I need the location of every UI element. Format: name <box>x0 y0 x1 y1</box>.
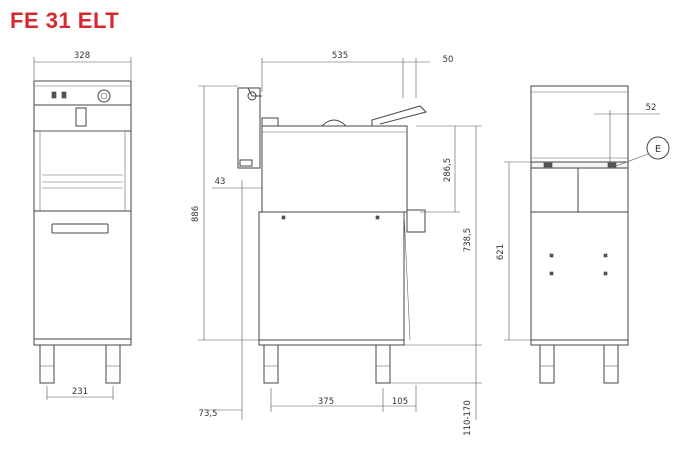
indicator-light <box>61 91 67 99</box>
foot <box>539 344 555 384</box>
dim-side-height: 621 <box>496 244 506 260</box>
dim-tank-height: 286,5 <box>443 158 453 182</box>
dim-front-feet: 231 <box>72 387 88 397</box>
foot <box>39 344 55 384</box>
rear-view: 52 E 621 <box>496 85 670 384</box>
basket-handle <box>75 107 87 127</box>
thermostat-knob-icon <box>97 89 111 103</box>
side-tank <box>261 125 408 213</box>
dim-side-offset: 52 <box>646 103 657 113</box>
control-panel <box>33 80 132 106</box>
dim-total-height: 886 <box>191 206 201 222</box>
detail-label: E <box>655 144 661 155</box>
dim-foot-front: 73,5 <box>199 409 218 419</box>
dim-depth-top: 535 <box>332 51 348 61</box>
rear-upper-panel <box>530 85 629 163</box>
foot <box>375 344 391 384</box>
side-cabinet <box>258 211 405 341</box>
rear-cabinet <box>530 211 629 341</box>
foot <box>105 344 121 384</box>
detail-callout-e <box>646 136 670 160</box>
foot <box>603 344 619 384</box>
dim-body-height: 738,5 <box>463 228 473 252</box>
front-view: 328 231 <box>33 51 132 400</box>
dim-foot-spacing: 375 <box>318 397 334 407</box>
dim-drain-offset: 43 <box>215 177 226 187</box>
cabinet-door <box>33 210 132 340</box>
dim-front-width: 328 <box>74 51 90 61</box>
tank-housing <box>33 130 132 212</box>
indicator-light <box>51 91 57 99</box>
dim-foot-rear: 105 <box>392 397 408 407</box>
side-view: 535 50 43 886 <box>191 51 482 436</box>
side-control-column <box>237 87 261 169</box>
dim-lid-offset: 50 <box>443 55 454 65</box>
dim-foot-height: 110-170 <box>463 400 473 436</box>
door-handle <box>51 223 109 234</box>
product-title: FE 31 ELT <box>10 8 120 33</box>
foot <box>263 344 279 384</box>
